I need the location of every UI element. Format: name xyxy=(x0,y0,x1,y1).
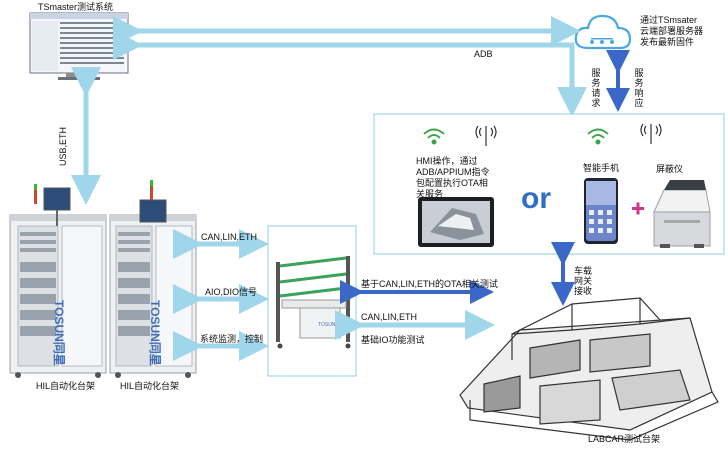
monitor-control-label: 系统监测，控制 xyxy=(200,334,264,344)
rack-brand-left: TOSUN同星 xyxy=(52,300,66,366)
ota-test-label: 基于CAN,LIN,ETH的OTA相关测试 xyxy=(361,279,498,289)
char: 应 xyxy=(634,98,644,108)
hil-left-label: HIL自动化台架 xyxy=(36,381,96,391)
hmi-text: HMI操作，通过 ADB/APPIUM指令 包配置执行OTA相 关服务 xyxy=(416,156,490,200)
labcar-label: LABCAR测试台架 xyxy=(588,434,661,444)
char: 收 xyxy=(583,286,593,296)
service-request-label: 服 务 请 求 xyxy=(591,68,601,108)
wifi-icon xyxy=(423,128,445,145)
char: 关 xyxy=(583,276,593,286)
hmi-text-line: HMI操作，通过 xyxy=(416,156,478,166)
antenna-icon-2 xyxy=(640,123,662,144)
svg-text:TOSUN: TOSUN xyxy=(318,322,336,328)
aio-dio-label: AIO,DIO信号 xyxy=(205,287,258,297)
cloud-icon xyxy=(574,14,632,50)
hil-right-label: HIL自动化台架 xyxy=(120,381,180,391)
char: 请 xyxy=(591,88,601,98)
service-response-label: 服 务 响 应 xyxy=(634,68,644,108)
char: 载 xyxy=(583,266,593,276)
or-text: or xyxy=(521,182,551,215)
char: 服 xyxy=(591,68,601,78)
tsmaster-title: TSmaster测试系统 xyxy=(38,2,114,12)
cloud-text: 通过TSmsater 云端部署服务器 发布最新固件 xyxy=(640,15,703,48)
char: 网 xyxy=(574,276,584,286)
hmi-text-line: ADB/APPIUM指令 xyxy=(416,167,490,177)
can-lin-eth-label-right: CAN,LIN,ETH xyxy=(361,312,418,322)
antenna-icon xyxy=(475,125,497,146)
char: 务 xyxy=(591,78,601,88)
char: 车 xyxy=(574,266,584,276)
char: 响 xyxy=(634,88,644,98)
smartphone-image xyxy=(584,178,618,244)
tsmaster-screen xyxy=(29,12,129,80)
io-test-label: 基础IO功能测试 xyxy=(361,335,425,345)
hil-rack-left xyxy=(9,184,107,378)
gateway-text: 接收 xyxy=(574,286,592,296)
char: 务 xyxy=(634,78,644,88)
hmi-text-line: 包配置执行OTA相 xyxy=(416,178,488,188)
adb-label: ADB xyxy=(474,49,493,59)
labcar-image xyxy=(459,297,719,441)
shield-box-label: 屏蔽仪 xyxy=(656,164,684,174)
can-lin-eth-label-left: CAN,LIN,ETH xyxy=(201,232,258,242)
cloud-text-line: 通过TSmsater xyxy=(640,15,698,25)
plus-sign xyxy=(632,202,644,215)
adb-arrow xyxy=(113,30,587,117)
cloud-text-line: 发布最新固件 xyxy=(640,37,695,47)
char: 接 xyxy=(574,286,584,296)
hmi-text-line: 关服务 xyxy=(416,189,444,199)
char: 服 xyxy=(634,68,644,78)
gateway-text: 网关 xyxy=(574,276,592,286)
smartphone-label: 智能手机 xyxy=(583,163,620,173)
cloud-text-line: 云端部署服务器 xyxy=(640,26,704,36)
shield-box-image xyxy=(653,180,711,248)
gateway-label: 车载 网关 接收 xyxy=(574,266,592,296)
char: 求 xyxy=(591,98,601,108)
rack-brand-right: TOSUN同星 xyxy=(148,300,162,366)
usb-eth-label: USB,ETH xyxy=(58,126,68,166)
tablet-image xyxy=(418,197,494,247)
gateway-text: 车载 xyxy=(574,266,592,276)
wifi-icon-2 xyxy=(587,128,609,145)
